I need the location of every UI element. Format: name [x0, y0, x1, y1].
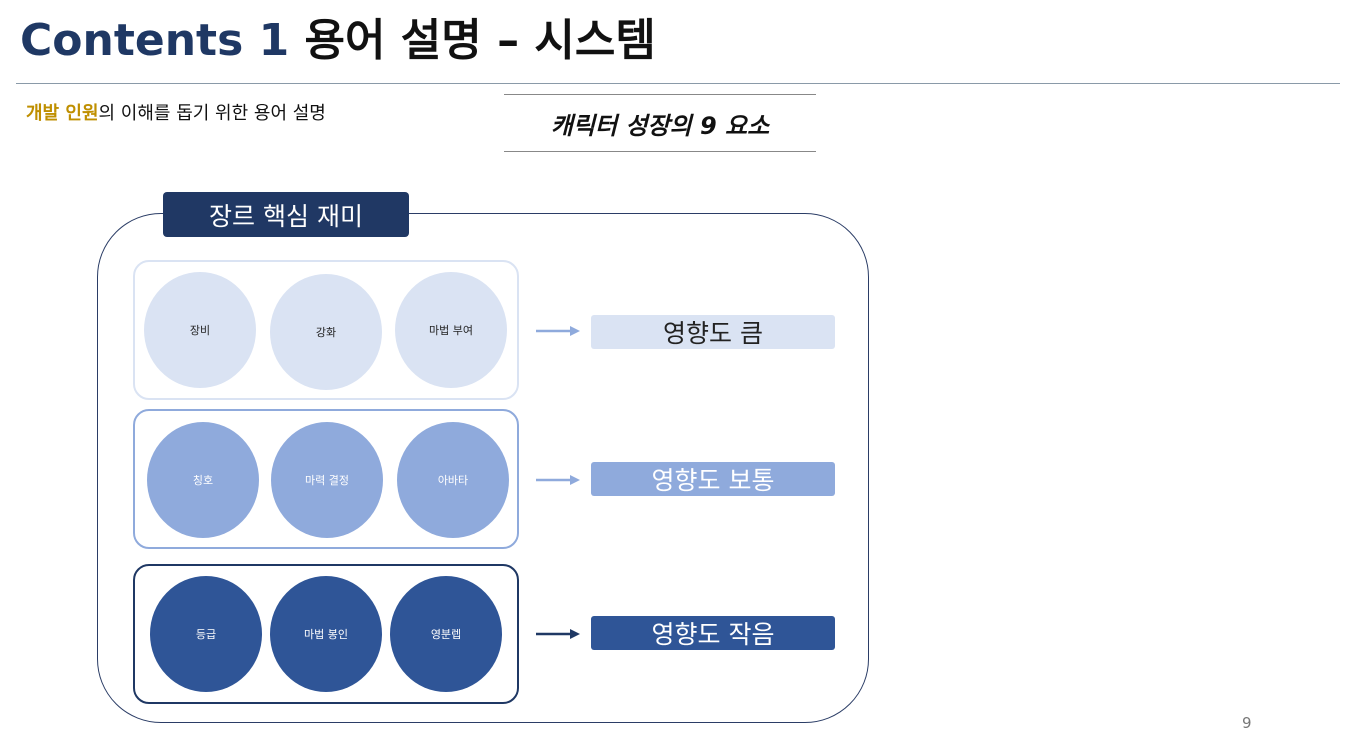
subtitle-text: 의 이해를 돕기 위한 용어 설명 [98, 103, 326, 124]
group-high-impact [133, 260, 519, 400]
impact-low-label: 영향도 작음 [591, 616, 835, 650]
element-mana-crystal: 마력 결정 [271, 422, 383, 538]
page-title: Contents 1 용어 설명 – 시스템 [20, 14, 656, 68]
element-avatar: 아바타 [397, 422, 509, 538]
impact-high-label: 영향도 큼 [591, 315, 835, 349]
arrow-medium-impact [536, 475, 580, 485]
title-divider [16, 83, 1340, 84]
title-sub: 용어 설명 – 시스템 [304, 15, 656, 66]
element-magic-seal: 마법 봉인 [270, 576, 382, 692]
elements-heading-box: 캐릭터 성장의 9 요소 [504, 94, 816, 152]
group-low-impact [133, 564, 519, 704]
element-grade: 등급 [150, 576, 262, 692]
impact-medium-label: 영향도 보통 [591, 462, 835, 496]
arrow-high-impact [536, 326, 580, 336]
element-enhancement: 강화 [270, 274, 382, 390]
genre-core-fun-label: 장르 핵심 재미 [163, 192, 409, 237]
title-main: Contents 1 [20, 15, 290, 66]
genre-core-fun-container [97, 213, 869, 723]
element-soul-level: 영분렙 [390, 576, 502, 692]
subtitle: 개발 인원의 이해를 돕기 위한 용어 설명 [26, 99, 326, 125]
arrow-low-impact [536, 629, 580, 639]
group-medium-impact [133, 409, 519, 549]
element-title: 칭호 [147, 422, 259, 538]
element-equipment: 장비 [144, 272, 256, 388]
elements-heading: 캐릭터 성장의 9 요소 [550, 111, 770, 140]
element-enchantment: 마법 부여 [395, 272, 507, 388]
page-number: 9 [1242, 714, 1252, 732]
subtitle-highlight: 개발 인원 [26, 103, 99, 124]
